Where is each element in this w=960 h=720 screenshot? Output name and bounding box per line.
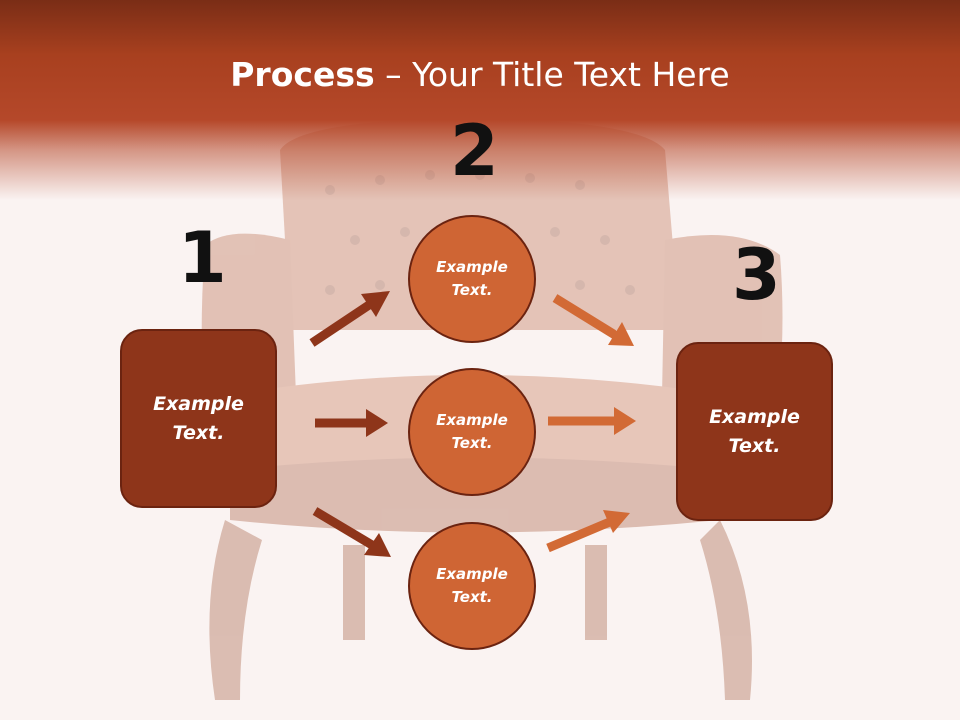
arrow-middle-to-right	[548, 407, 636, 435]
step-2-circle-middle: Example Text.	[408, 368, 536, 496]
step-3-box: Example Text.	[676, 342, 833, 521]
circle-top-text: Example Text.	[436, 258, 508, 299]
arrow-left-to-top	[309, 291, 390, 347]
arrow-left-to-middle	[315, 409, 388, 437]
arrow-bottom-to-right	[546, 510, 630, 553]
step-number-1: 1	[178, 217, 227, 299]
arrow-left-to-bottom	[312, 507, 391, 557]
step-2-circle-bottom: Example Text.	[408, 522, 536, 650]
step-1-box: Example Text.	[120, 329, 277, 508]
circle-middle-text: Example Text.	[436, 411, 508, 452]
step-3-text: Example Text.	[709, 405, 800, 457]
step-number-2: 2	[450, 110, 499, 192]
page-title: Process – Your Title Text Here	[0, 55, 960, 94]
circle-bottom-text: Example Text.	[436, 565, 508, 606]
arrow-top-to-right	[552, 294, 634, 346]
title-banner	[0, 0, 960, 200]
step-2-circle-top: Example Text.	[408, 215, 536, 343]
step-1-text: Example Text.	[153, 392, 244, 444]
title-rest: – Your Title Text Here	[374, 55, 730, 94]
title-bold: Process	[230, 55, 375, 94]
step-number-3: 3	[732, 234, 781, 316]
